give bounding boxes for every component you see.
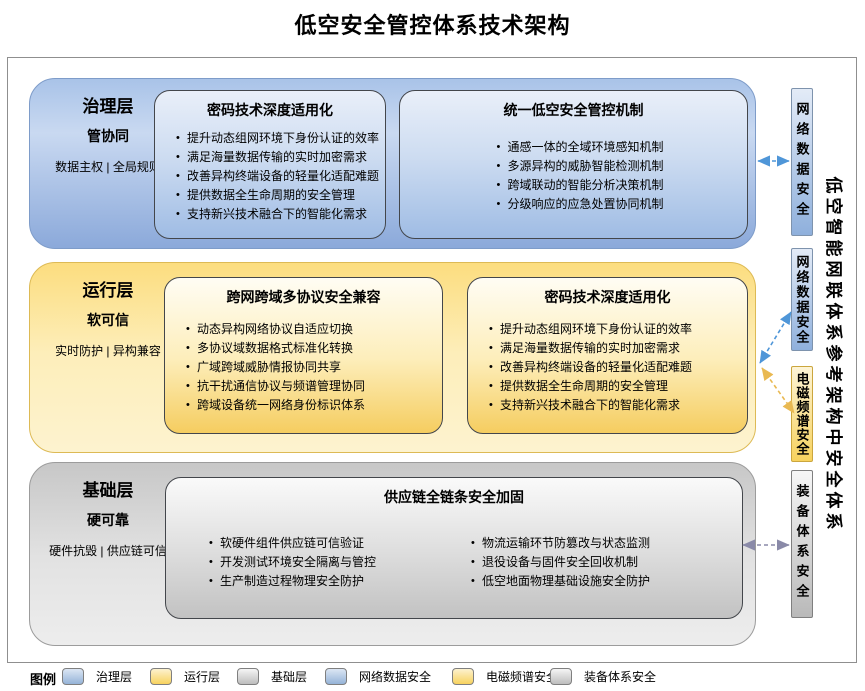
bullet-item: 通感一体的全域环境感知机制 (495, 138, 663, 157)
bullet-item: 动态异构网络协议自适应切换 (185, 320, 434, 339)
bullet-item: 抗干扰通信协议与频谱管理协同 (185, 377, 434, 396)
bullet-item: 广域跨域威胁情报协同共享 (185, 358, 434, 377)
operation-labels: 运行层 软可信 实时防护 | 异构兼容 (34, 276, 182, 359)
bullet-item: 多源异构的威胁智能检测机制 (495, 157, 663, 176)
legend-item-network-data: 网络数据安全 (325, 668, 431, 685)
legend-title: 图例 (30, 672, 57, 687)
bullet-columns: 软硬件组件供应链可信验证 开发测试环境安全隔离与管控 生产制造过程物理安全防护 … (166, 507, 742, 618)
dashed-arrow-operation-network (759, 311, 792, 364)
bullet-item: 开发测试环境安全隔离与管控 (208, 553, 470, 572)
legend-swatch-yellow (452, 668, 474, 685)
box-title: 统一低空安全管控机制 (503, 102, 644, 118)
bullet-item: 分级响应的应急处置协同机制 (495, 195, 663, 214)
bullet-item: 满足海量数据传输的实时加密需求 (175, 148, 377, 167)
bullet-item: 低空地面物理基础设施安全防护 (470, 572, 650, 591)
legend-label: 电磁频谱安全 (486, 670, 559, 684)
bullet-list-left: 软硬件组件供应链可信验证 开发测试环境安全隔离与管控 生产制造过程物理安全防护 (208, 534, 470, 591)
legend-swatch-gray (237, 668, 259, 685)
sidebox-network-data-security-2: 网络数据安全 (791, 248, 813, 351)
box-title: 供应链全链条安全加固 (384, 489, 524, 505)
governance-labels: 治理层 管协同 数据主权 | 全局规则 (34, 92, 182, 175)
legend-swatch-gray (550, 668, 572, 685)
box-unified-control-mechanism: 统一低空安全管控机制 通感一体的全域环境感知机制 多源异构的威胁智能检测机制 跨… (399, 90, 748, 239)
legend-item-governance: 治理层 (62, 668, 132, 685)
diagram-frame: 治理层 管协同 数据主权 | 全局规则 密码技术深度适用化 提升动态组网环境下身… (7, 57, 857, 663)
bullet-item: 改善异构终端设备的轻量化适配难题 (175, 167, 379, 186)
legend-item-operation: 运行层 (150, 668, 220, 685)
bullet-item: 满足海量数据传输的实时加密需求 (488, 339, 739, 358)
bullet-item: 提升动态组网环境下身份认证的效率 (175, 129, 379, 148)
sidebox-em-spectrum-security: 电磁频谱安全 (791, 366, 813, 462)
bullet-item: 支持新兴技术融合下的智能化需求 (175, 205, 377, 224)
sidebox-label: 网络数据安全 (794, 254, 810, 345)
sidebox-label: 装备体系安全 (794, 484, 810, 604)
bullet-item: 改善异构终端设备的轻量化适配难题 (488, 358, 739, 377)
bullet-item: 支持新兴技术融合下的智能化需求 (488, 396, 739, 415)
foundation-labels: 基础层 硬可靠 硬件抗毁 | 供应链可信 (34, 476, 182, 559)
layer-name: 基础层 (82, 481, 134, 500)
bullet-item: 多协议域数据格式标准化转换 (185, 339, 434, 358)
legend-swatch-blue (62, 668, 84, 685)
sidebox-network-data-security-1: 网络数据安全 (791, 88, 813, 236)
box-title: 密码技术深度适用化 (207, 102, 333, 118)
bullet-list: 提升动态组网环境下身份认证的效率 满足海量数据传输的实时加密需求 改善异构终端设… (155, 120, 385, 238)
side-vertical-title: 低空智能网联体系参考架构中安全体系 (824, 176, 843, 534)
legend-label: 网络数据安全 (359, 670, 432, 684)
legend-swatch-yellow (150, 668, 172, 685)
legend-item-foundation: 基础层 (237, 668, 307, 685)
bullet-item: 软硬件组件供应链可信验证 (208, 534, 470, 553)
box-supply-chain-hardening: 供应链全链条安全加固 软硬件组件供应链可信验证 开发测试环境安全隔离与管控 生产… (165, 477, 743, 619)
legend-label: 运行层 (184, 670, 221, 684)
legend-label: 基础层 (271, 670, 308, 684)
layer-subtitle: 实时防护 | 异构兼容 (55, 344, 161, 358)
layer-tagline: 软可信 (87, 312, 129, 328)
bullet-item: 提供数据全生命周期的安全管理 (488, 377, 739, 396)
dashed-arrow-operation-spectrum (761, 367, 795, 414)
legend-label: 装备体系安全 (584, 670, 657, 684)
bullet-item: 跨域联动的智能分析决策机制 (495, 176, 663, 195)
layer-name: 运行层 (82, 281, 134, 300)
box-crypto-deep-adaptation: 密码技术深度适用化 提升动态组网环境下身份认证的效率 满足海量数据传输的实时加密… (154, 90, 386, 239)
layer-operation: 运行层 软可信 实时防护 | 异构兼容 跨网跨域多协议安全兼容 动态异构网络协议… (29, 262, 756, 453)
legend-item-equipment: 装备体系安全 (550, 668, 656, 685)
bullet-item: 提供数据全生命周期的安全管理 (175, 186, 377, 205)
layer-tagline: 管协同 (87, 128, 129, 144)
layer-subtitle: 数据主权 | 全局规则 (55, 160, 161, 174)
sidebox-label: 网络数据安全 (794, 102, 810, 222)
layer-foundation: 基础层 硬可靠 硬件抗毁 | 供应链可信 供应链全链条安全加固 软硬件组件供应链… (29, 462, 756, 646)
sidebox-label: 电磁频谱安全 (794, 372, 810, 456)
legend-item-em-spectrum: 电磁频谱安全 (452, 668, 558, 685)
legend-swatch-blue (325, 668, 347, 685)
box-title: 跨网跨域多协议安全兼容 (226, 289, 381, 305)
legend-label: 治理层 (96, 670, 133, 684)
page-title: 低空安全管控体系技术架构 (294, 13, 571, 38)
box-cross-network-protocol: 跨网跨域多协议安全兼容 动态异构网络协议自适应切换 多协议域数据格式标准化转换 … (164, 277, 443, 434)
legend: 图例 治理层 运行层 基础层 网络数据安全 电磁频谱安全 装备体系安全 (0, 666, 865, 690)
bullet-list: 动态异构网络协议自适应切换 多协议域数据格式标准化转换 广域跨域威胁情报协同共享… (165, 307, 442, 433)
bullet-item: 物流运输环节防篡改与状态监测 (470, 534, 650, 553)
box-title: 密码技术深度适用化 (544, 289, 671, 305)
layer-governance: 治理层 管协同 数据主权 | 全局规则 密码技术深度适用化 提升动态组网环境下身… (29, 78, 756, 249)
bullet-item: 跨域设备统一网络身份标识体系 (185, 396, 434, 415)
bullet-list-right: 物流运输环节防篡改与状态监测 退役设备与固件安全回收机制 低空地面物理基础设施安… (470, 534, 650, 591)
bullet-item: 生产制造过程物理安全防护 (208, 572, 470, 591)
layer-tagline: 硬可靠 (87, 512, 129, 528)
bullet-item: 退役设备与固件安全回收机制 (470, 553, 650, 572)
bullet-list: 提升动态组网环境下身份认证的效率 满足海量数据传输的实时加密需求 改善异构终端设… (468, 307, 747, 433)
layer-subtitle: 硬件抗毁 | 供应链可信 (49, 544, 167, 558)
box-crypto-deep-adaptation-2: 密码技术深度适用化 提升动态组网环境下身份认证的效率 满足海量数据传输的实时加密… (467, 277, 748, 434)
sidebox-equipment-system-security: 装备体系安全 (791, 470, 813, 618)
layer-name: 治理层 (82, 97, 134, 116)
bullet-item: 提升动态组网环境下身份认证的效率 (488, 320, 739, 339)
bullet-list: 通感一体的全域环境感知机制 多源异构的威胁智能检测机制 跨域联动的智能分析决策机… (400, 120, 747, 238)
